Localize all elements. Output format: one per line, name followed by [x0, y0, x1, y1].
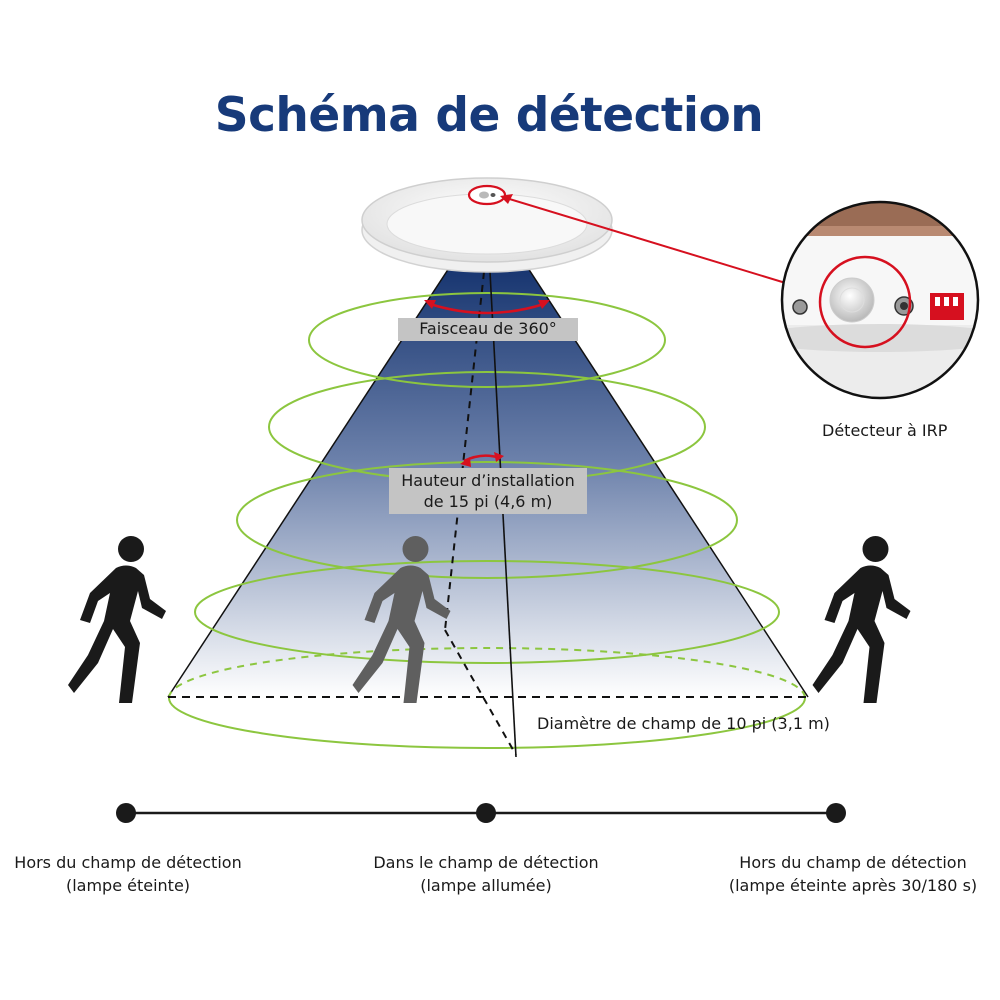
timeline-dot-right [826, 803, 846, 823]
beam-angle-arrow [429, 302, 545, 315]
detection-ring-3 [236, 461, 738, 579]
ceiling-lamp-icon [361, 177, 613, 273]
height-arrowhead-right [494, 452, 504, 462]
state-out-after-line2: (lampe éteinte après 30/180 s) [728, 876, 978, 895]
height-arrowhead-left [460, 457, 471, 467]
timeline-dot-left [116, 803, 136, 823]
callout-arrowhead [500, 194, 513, 204]
detection-ring-4 [194, 560, 780, 664]
state-out-after: Hors du champ de détection (lampe éteint… [712, 851, 994, 897]
detection-ring-5-front [168, 697, 806, 749]
state-in-field-line2: (lampe allumée) [420, 876, 552, 895]
beam-label: Faisceau de 360° [398, 318, 578, 341]
state-out-before-line1: Hors du champ de détection [14, 853, 242, 872]
beam-arrowhead-right [538, 300, 550, 309]
state-out-before: Hors du champ de détection (lampe éteint… [8, 851, 248, 897]
pir-sensor-zoom-icon [780, 200, 980, 400]
state-out-after-line1: Hors du champ de détection [739, 853, 967, 872]
beam-arrowhead-left [424, 300, 436, 309]
height-label: Hauteur d’installation de 15 pi (4,6 m) [389, 468, 587, 514]
sensor-label: Détecteur à IRP [822, 421, 948, 440]
state-in-field-line1: Dans le champ de détection [373, 853, 599, 872]
height-dashed-line [444, 271, 485, 631]
height-label-line2: de 15 pi (4,6 m) [423, 492, 553, 511]
height-dashed-line-lower [444, 629, 517, 756]
state-in-field: Dans le champ de détection (lampe allumé… [366, 851, 606, 897]
walking-person-out-right [812, 536, 911, 703]
state-out-before-line2: (lampe éteinte) [65, 876, 191, 895]
page-title: Schéma de détection [214, 88, 764, 143]
diameter-label: Diamètre de champ de 10 pi (3,1 m) [537, 714, 830, 733]
walking-person-out-left [68, 536, 166, 703]
height-solid-line [489, 271, 517, 758]
detection-ring-5-back [168, 647, 806, 699]
timeline-dot-center [476, 803, 496, 823]
height-label-line1: Hauteur d’installation [401, 471, 575, 490]
detection-ring-1 [308, 292, 666, 388]
